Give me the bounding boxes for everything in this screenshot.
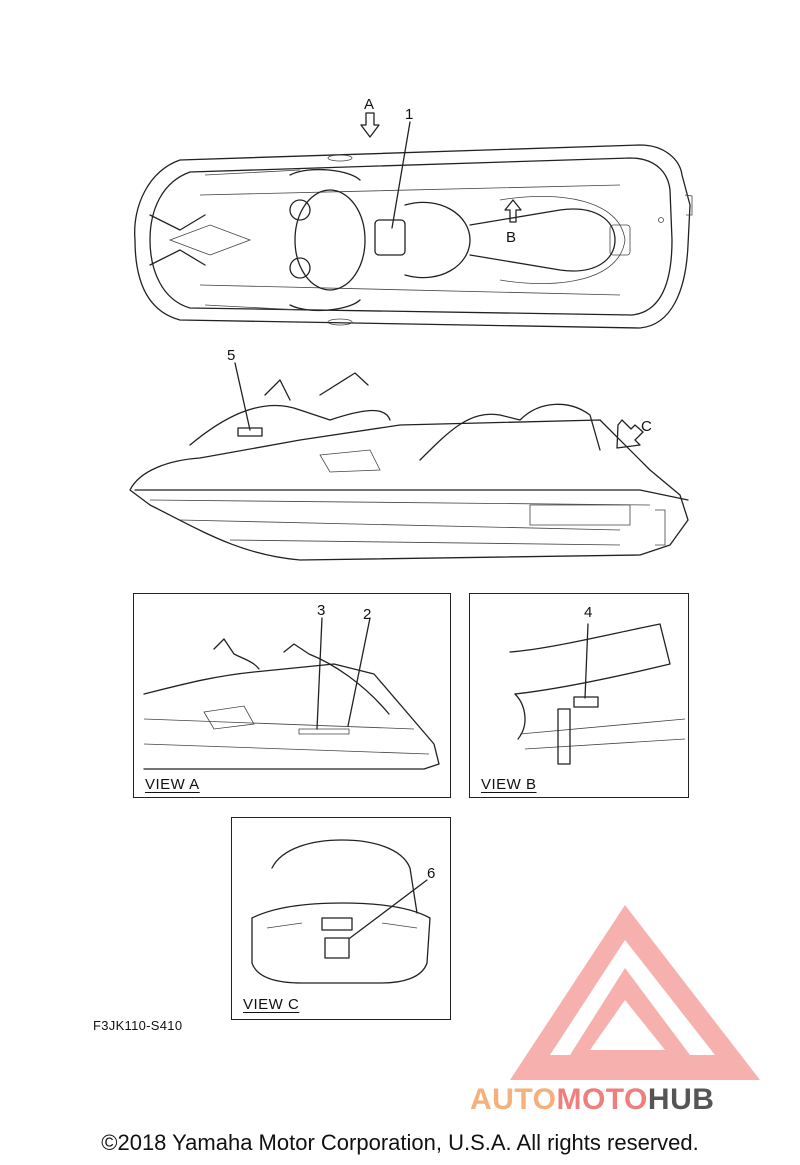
callout-6: 6 <box>427 865 436 882</box>
view-b-label: VIEW B <box>481 776 537 793</box>
view-c-panel: 6 VIEW C <box>231 817 451 1020</box>
automotohub-logo-text: AUTOMOTOHUB <box>470 1083 715 1116</box>
callout-2: 2 <box>363 606 372 623</box>
arrow-a-label: A <box>364 96 375 113</box>
top-view-drawing <box>134 112 693 329</box>
view-a-panel: 3 2 VIEW A <box>133 593 451 798</box>
side-view-drawing <box>129 362 689 561</box>
view-a-label: VIEW A <box>145 776 200 793</box>
view-c-drawing <box>251 839 431 984</box>
figure-code: F3JK110-S410 <box>93 1018 183 1033</box>
arrow-b-label: B <box>506 229 517 246</box>
copyright-notice: ©2018 Yamaha Motor Corporation, U.S.A. A… <box>101 1130 699 1155</box>
view-c-label: VIEW C <box>243 996 300 1013</box>
arrow-c-label: C <box>641 418 652 435</box>
view-b-panel: 4 VIEW B <box>469 593 689 798</box>
callout-3: 3 <box>317 602 326 619</box>
callout-4: 4 <box>584 604 593 621</box>
callout-5: 5 <box>227 347 236 364</box>
callout-1: 1 <box>405 106 414 123</box>
view-a-drawing <box>143 617 440 770</box>
view-b-drawing <box>509 623 686 765</box>
